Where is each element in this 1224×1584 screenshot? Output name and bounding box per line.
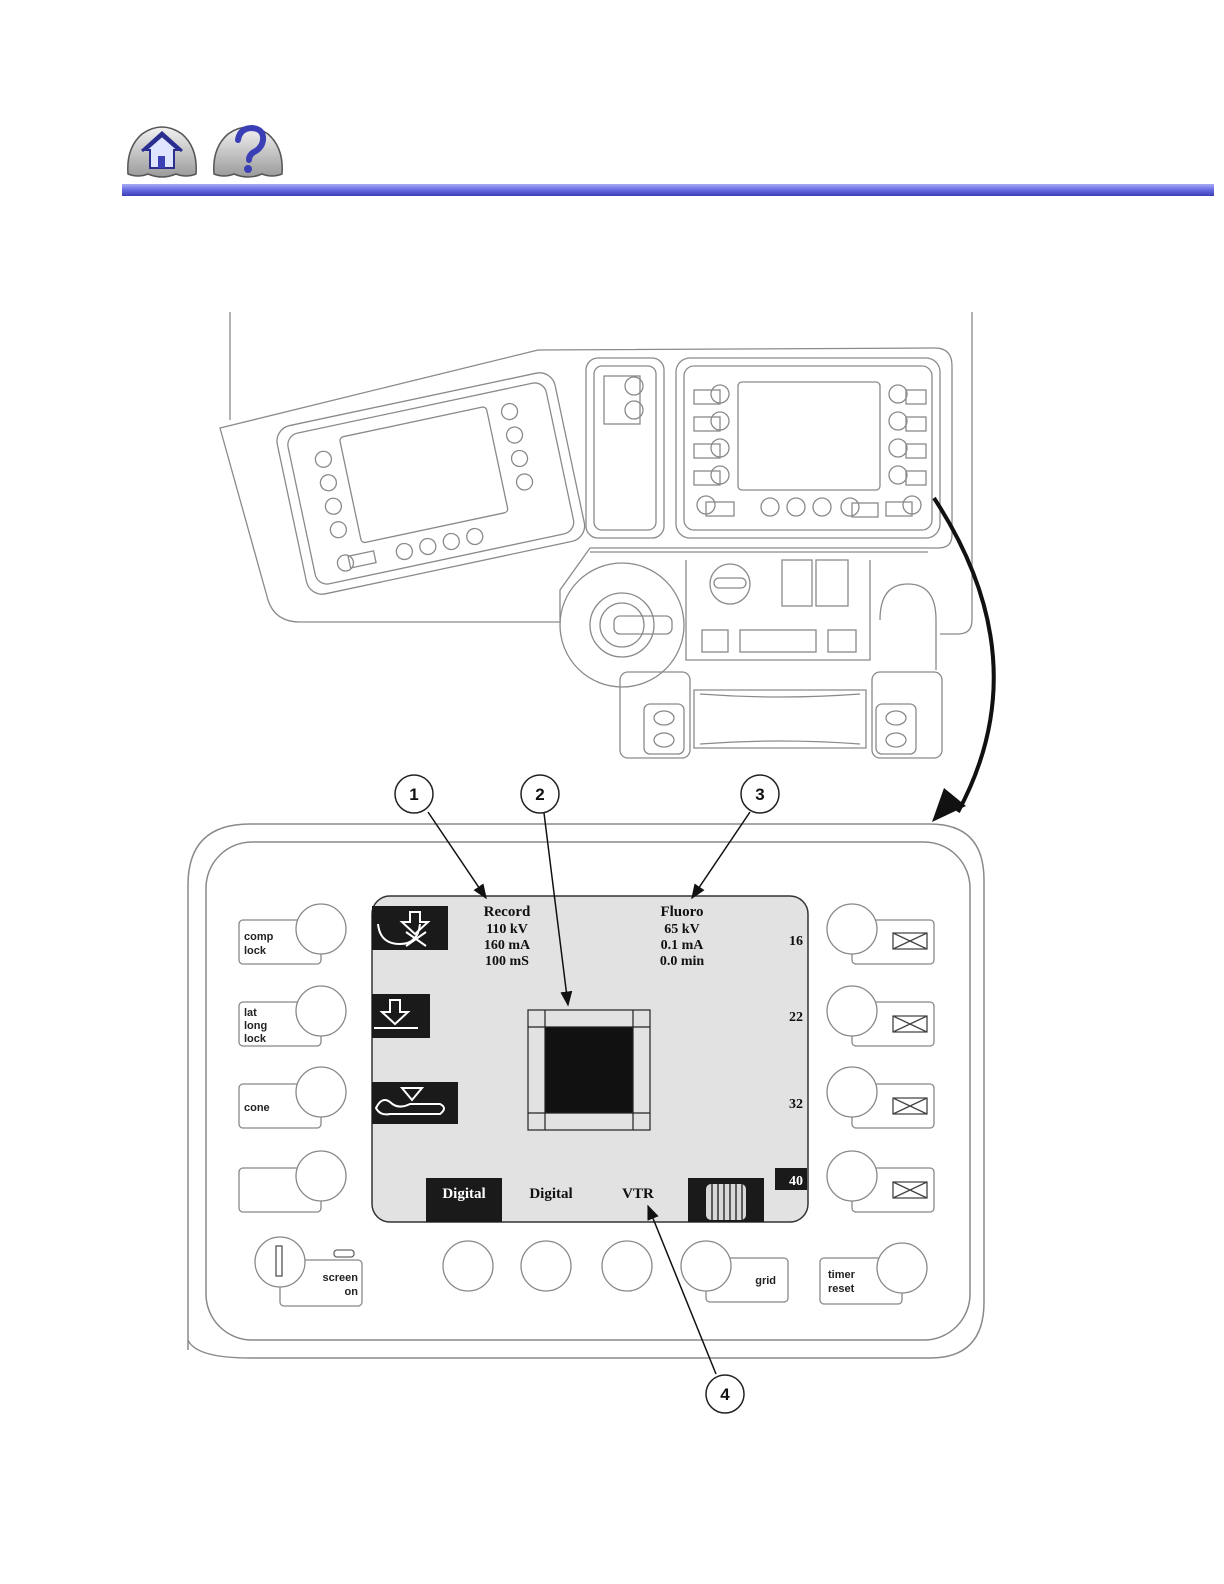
grid-label: grid bbox=[755, 1275, 776, 1287]
lat-long-lock-label-1: lat bbox=[244, 1007, 257, 1019]
right-button-3[interactable] bbox=[827, 1067, 934, 1128]
comp-lock-label-2: lock bbox=[244, 945, 267, 957]
record-mode-icon[interactable] bbox=[372, 906, 448, 950]
blank-left-button[interactable] bbox=[239, 1151, 346, 1212]
lat-long-lock-label-3: lock bbox=[244, 1033, 267, 1045]
bottom-button-3[interactable] bbox=[602, 1241, 652, 1291]
fluoro-ma: 0.1 mA bbox=[661, 938, 705, 953]
lat-long-lock-label-2: long bbox=[244, 1020, 267, 1032]
grid-status-icon bbox=[688, 1178, 764, 1222]
screen-on-label-1: screen bbox=[323, 1272, 359, 1284]
timer-reset-label-1: timer bbox=[828, 1269, 856, 1281]
record-title: Record bbox=[484, 904, 531, 920]
size-40: 40 bbox=[789, 1174, 803, 1189]
callout-3-leader bbox=[692, 812, 750, 898]
patient-table-icon[interactable] bbox=[372, 1082, 458, 1124]
callout-3: 3 bbox=[755, 785, 764, 804]
size-32: 32 bbox=[789, 1097, 803, 1112]
fluoro-time: 0.0 min bbox=[660, 954, 705, 969]
fluoro-mode-icon[interactable] bbox=[372, 994, 430, 1038]
record-kv: 110 kV bbox=[486, 922, 528, 937]
digital-selected-label: Digital bbox=[442, 1186, 485, 1202]
record-ms: 100 mS bbox=[485, 954, 529, 969]
cone-label: cone bbox=[244, 1102, 270, 1114]
bottom-button-2[interactable] bbox=[521, 1241, 571, 1291]
vtr-label: VTR bbox=[622, 1186, 654, 1202]
collimator-display bbox=[528, 1010, 650, 1130]
timer-reset-label-2: reset bbox=[828, 1283, 855, 1295]
fluoro-kv: 65 kV bbox=[664, 922, 699, 937]
screen-on-label-2: on bbox=[345, 1286, 359, 1298]
overview-console bbox=[220, 312, 972, 758]
size-22: 22 bbox=[789, 1010, 803, 1025]
zoom-arrow bbox=[934, 498, 994, 812]
right-button-2[interactable] bbox=[827, 986, 934, 1046]
fluoro-title: Fluoro bbox=[660, 904, 703, 920]
size-16: 16 bbox=[789, 934, 803, 949]
right-button-1[interactable] bbox=[827, 904, 934, 964]
digital-label: Digital bbox=[529, 1186, 572, 1202]
callout-2: 2 bbox=[535, 785, 544, 804]
comp-lock-label-1: comp bbox=[244, 931, 274, 943]
record-ma: 160 mA bbox=[484, 938, 531, 953]
right-button-4[interactable] bbox=[827, 1151, 934, 1212]
bottom-button-1[interactable] bbox=[443, 1241, 493, 1291]
grid-button[interactable] bbox=[681, 1241, 788, 1302]
callout-1-leader bbox=[428, 812, 486, 898]
callout-1: 1 bbox=[409, 785, 418, 804]
cone-button[interactable] bbox=[239, 1067, 346, 1128]
callout-4: 4 bbox=[720, 1385, 730, 1404]
